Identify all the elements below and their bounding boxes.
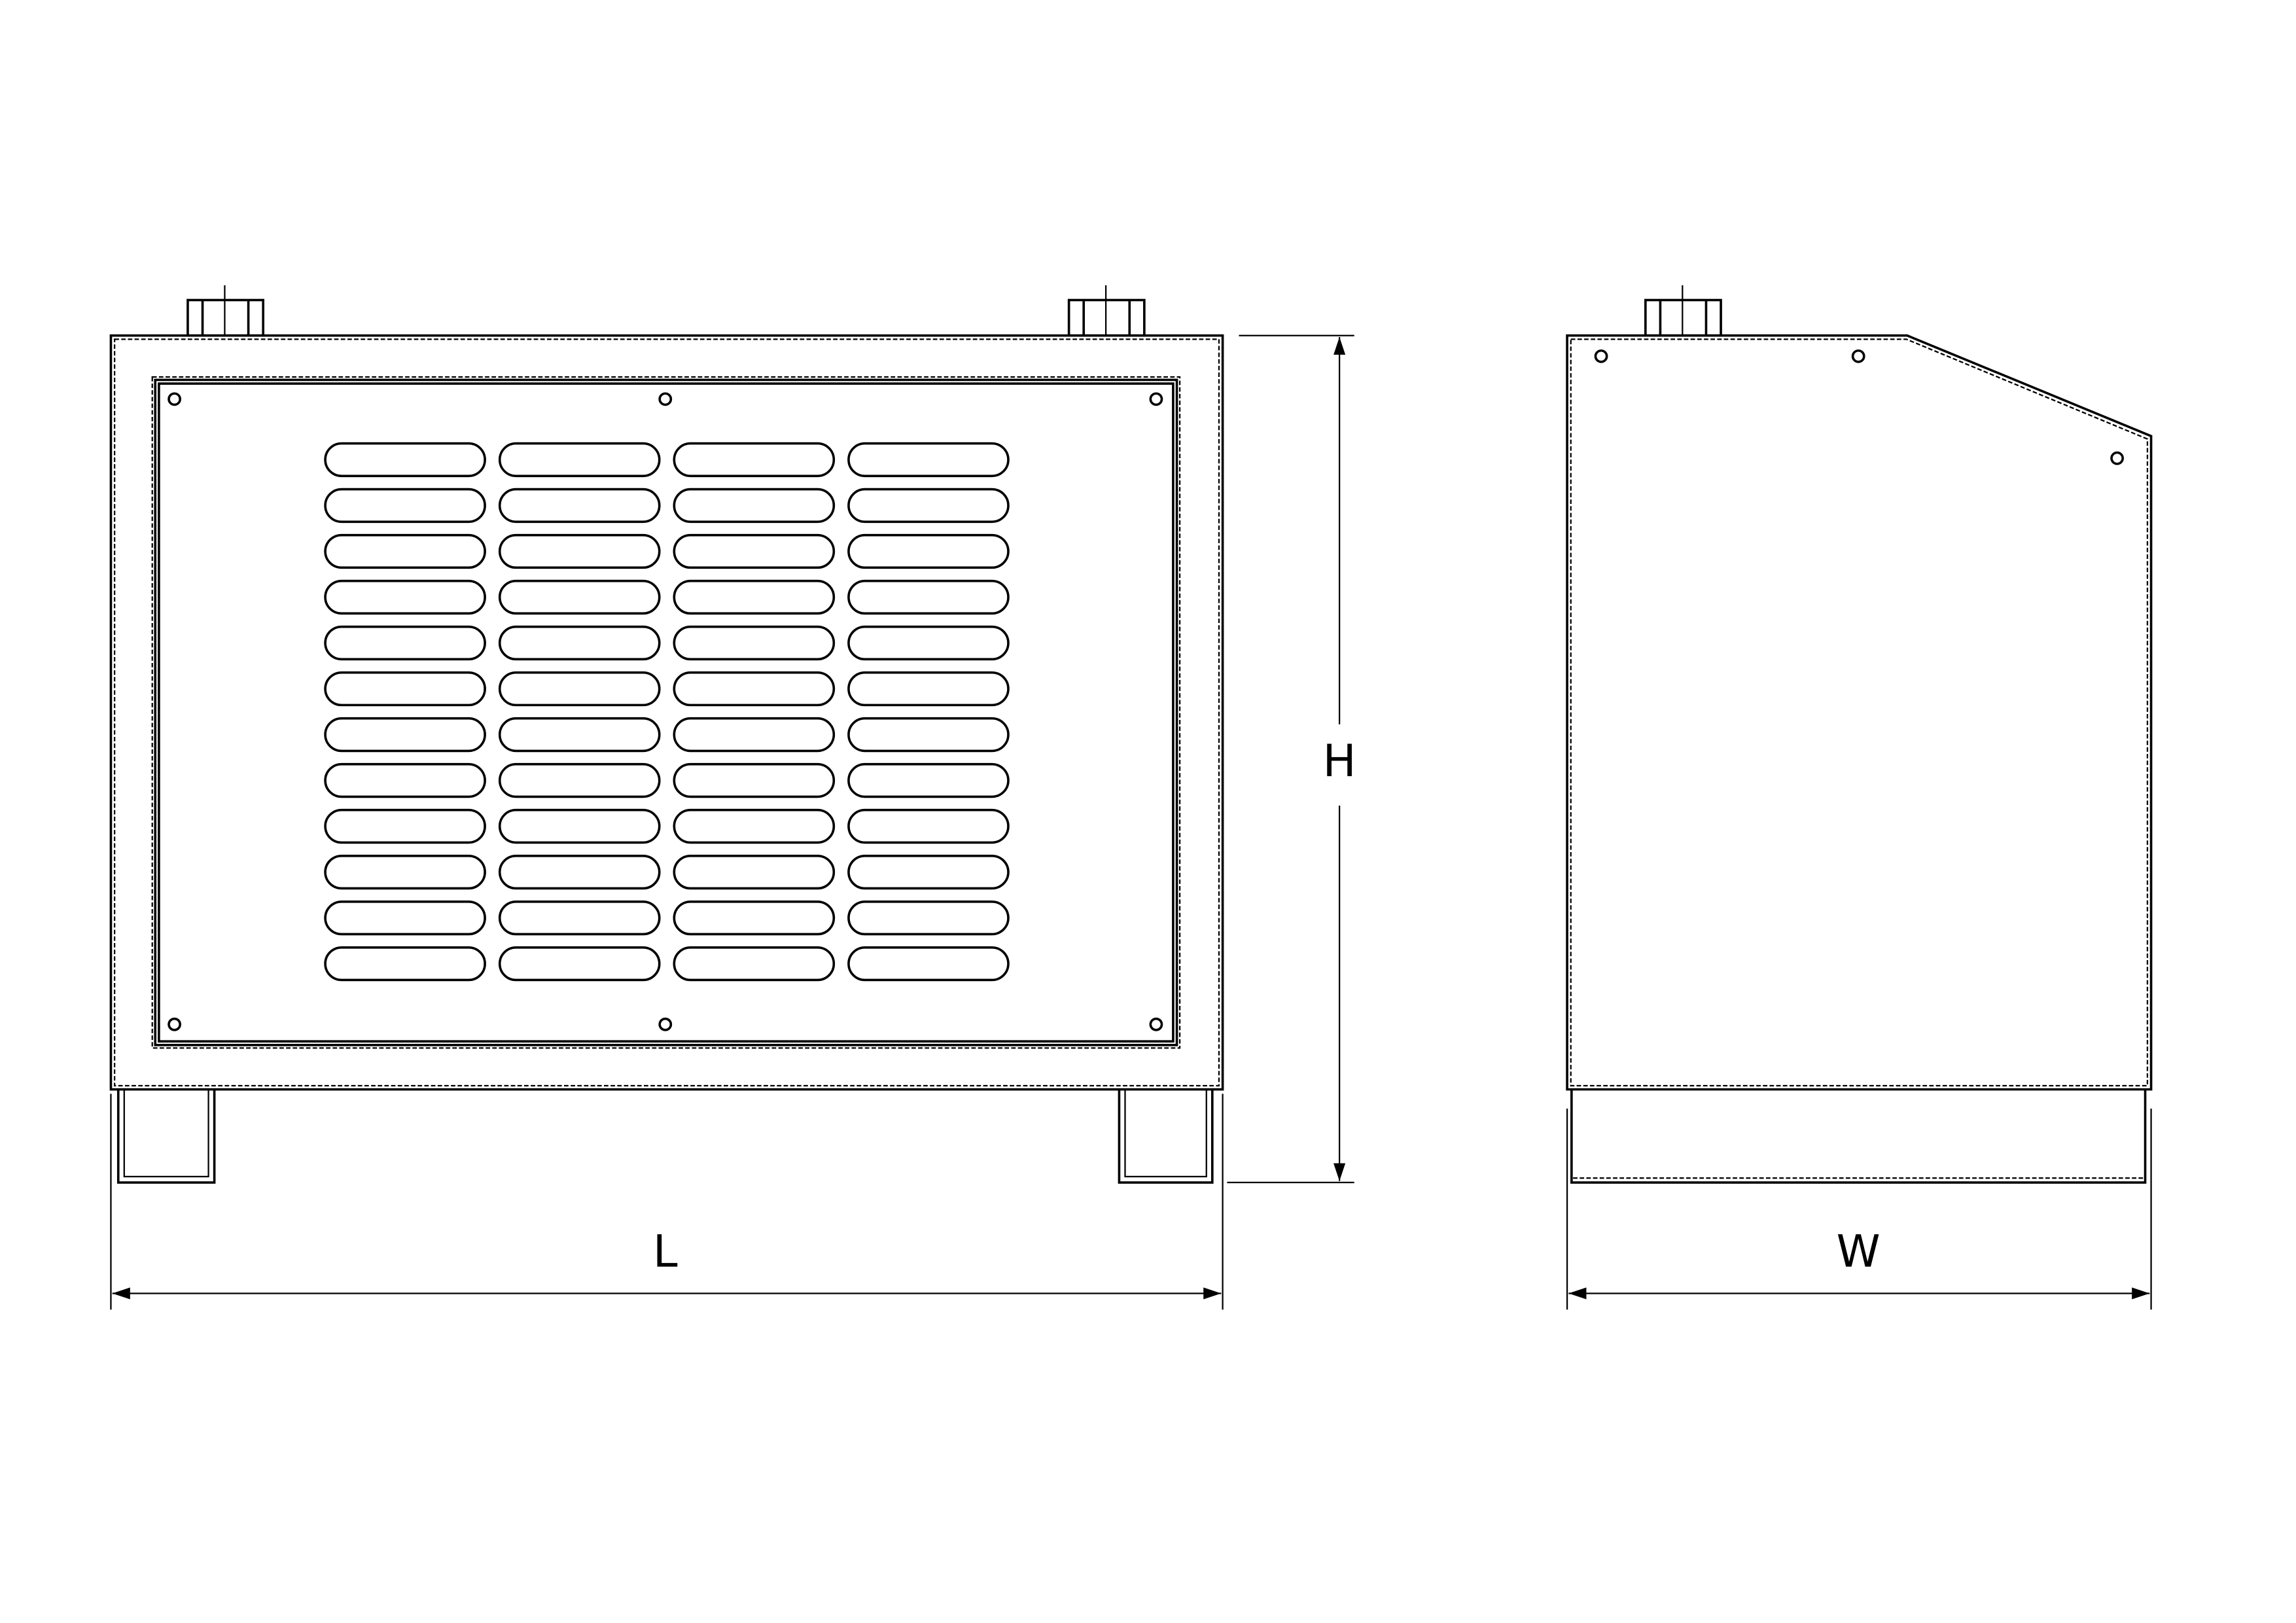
dimension-height: H [1227,334,1356,1184]
ventilation-slot [324,717,486,753]
ventilation-slot [673,671,836,707]
nozzle-right [1067,285,1146,337]
ventilation-slot [673,625,836,661]
ventilation-slot [847,442,1010,478]
ventilation-slot [673,442,836,478]
side-view [1566,285,2153,1184]
ventilation-slot [847,762,1010,798]
foot-left [116,1089,216,1184]
ventilation-slot [324,625,486,661]
ventilation-slot [324,488,486,524]
ventilation-slot [324,900,486,936]
front-grille-panel [151,376,1181,1049]
nozzle-side [1644,285,1722,337]
dimension-label-length: L [653,1226,678,1277]
ventilation-slot [673,854,836,890]
ventilation-slot [498,808,661,844]
ventilation-slot [673,900,836,936]
front-housing [109,334,1224,1091]
ventilation-slot [324,671,486,707]
dimension-label-height: H [1323,735,1356,787]
ventilation-slot [324,762,486,798]
ventilation-slot [324,854,486,890]
mounting-hole [658,392,673,406]
ventilation-slot [673,579,836,615]
mounting-hole [658,1017,673,1031]
mounting-hole [1149,392,1163,406]
ventilation-slot [324,808,486,844]
ventilation-slot [498,579,661,615]
ventilation-slot [673,717,836,753]
ventilation-slots [324,442,1010,982]
side-base [1570,1089,2147,1184]
ventilation-slot [847,854,1010,890]
mounting-hole [2110,451,2124,465]
ventilation-slot [847,946,1010,982]
ventilation-slot [673,533,836,569]
ventilation-slot [498,900,661,936]
ventilation-slot [498,442,661,478]
dimension-length: L [110,1094,1224,1310]
ventilation-slot [673,488,836,524]
ventilation-slot [324,946,486,982]
ventilation-slot [673,762,836,798]
mounting-hole [1851,349,1865,363]
ventilation-slot [498,946,661,982]
ventilation-slot [498,854,661,890]
ventilation-slot [324,442,486,478]
ventilation-slot [847,579,1010,615]
ventilation-slot [498,533,661,569]
ventilation-slot [498,762,661,798]
ventilation-slot [847,671,1010,707]
foot-right [1118,1089,1214,1184]
ventilation-slot [673,946,836,982]
front-view [109,285,1224,1184]
mounting-hole [1149,1017,1163,1031]
ventilation-slot [498,671,661,707]
mounting-hole [168,392,182,406]
ventilation-slot [324,579,486,615]
ventilation-slot [847,488,1010,524]
ventilation-slot [498,717,661,753]
ventilation-slot [324,533,486,569]
dimension-width: W [1566,1108,2152,1310]
mounting-hole [1594,349,1608,363]
ventilation-slot [498,625,661,661]
ventilation-slot [498,488,661,524]
side-mounting-holes [1594,349,2124,465]
ventilation-slot [847,900,1010,936]
ventilation-slot [847,717,1010,753]
nozzle-left [186,285,264,337]
ventilation-slot [847,625,1010,661]
ventilation-slot [673,808,836,844]
front-mounting-holes [168,392,1163,1031]
mounting-hole [168,1017,182,1031]
ventilation-slot [847,808,1010,844]
side-housing [1566,334,2153,1091]
ventilation-slot [847,533,1010,569]
dimension-label-width: W [1837,1226,1881,1277]
